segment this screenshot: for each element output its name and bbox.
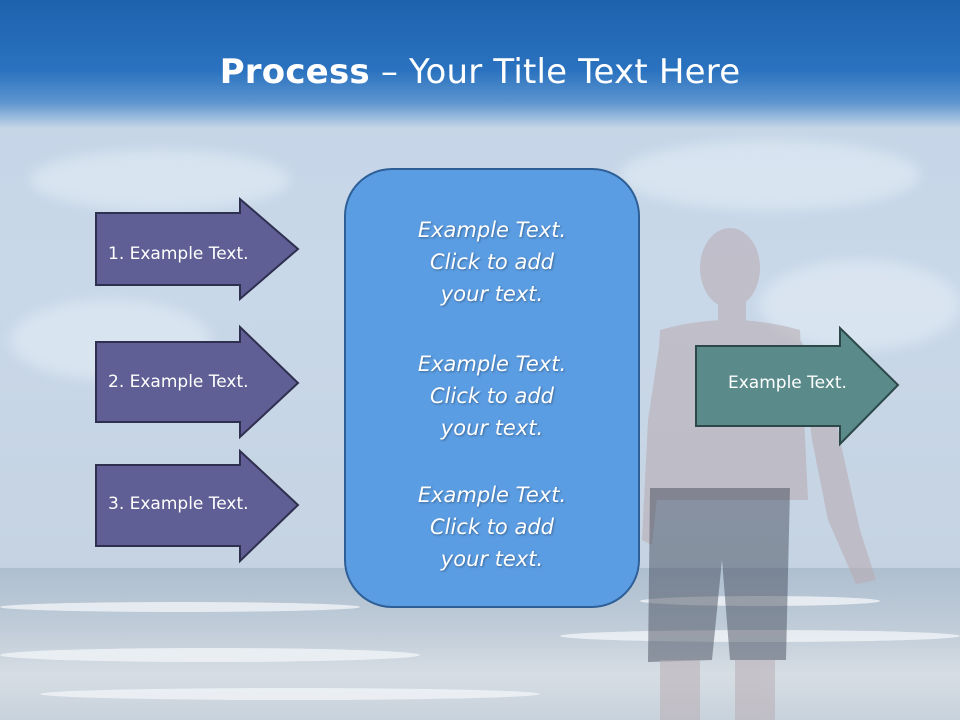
text-block-1[interactable]: Example Text. Click to add your text. [346,214,638,310]
arrow-label: 1. Example Text. [108,244,249,264]
slide-title: Process – Your Title Text Here [0,52,960,92]
title-bold: Process [219,52,370,92]
wave [0,648,420,662]
wave [640,596,880,606]
block-line: your text. [440,547,544,571]
text-block-3[interactable]: Example Text. Click to add your text. [346,479,638,575]
block-line: Example Text. [417,483,567,507]
process-arrow-3[interactable]: 3. Example Text. [95,448,300,564]
block-line: your text. [440,416,544,440]
block-line: Click to add [429,384,554,408]
block-line: your text. [440,282,544,306]
block-line: Click to add [429,250,554,274]
wave [40,688,540,700]
wave [560,630,960,642]
wave [0,602,360,612]
arrow-label: 3. Example Text. [108,494,249,514]
arrow-shape [695,325,900,447]
result-arrow[interactable]: Example Text. [695,325,900,447]
center-text-panel[interactable]: Example Text. Click to add your text. Ex… [344,168,640,608]
process-arrow-1[interactable]: 1. Example Text. [95,196,300,302]
arrow-shape [95,196,300,302]
block-line: Example Text. [417,352,567,376]
arrow-shape [95,448,300,564]
arrow-label: 2. Example Text. [108,372,249,392]
block-line: Click to add [429,515,554,539]
title-rest: – Your Title Text Here [369,52,741,92]
text-block-2[interactable]: Example Text. Click to add your text. [346,348,638,444]
header-band [0,0,960,128]
arrow-label: Example Text. [728,373,847,393]
block-line: Example Text. [417,218,567,242]
cloud [30,150,290,210]
cloud [620,140,920,210]
process-arrow-2[interactable]: 2. Example Text. [95,324,300,440]
arrow-shape [95,324,300,440]
